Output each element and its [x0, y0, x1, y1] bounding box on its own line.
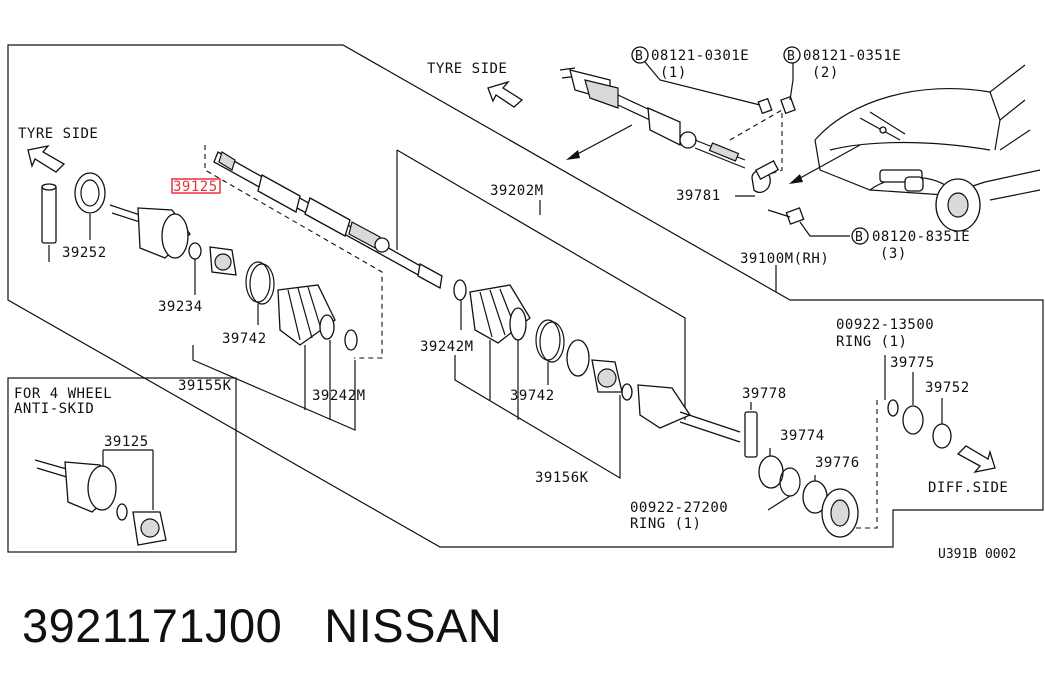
left-parts: [41, 172, 358, 351]
bolt3-leader: [799, 221, 850, 237]
label-39742-right: 39742: [510, 388, 555, 404]
tyre-side-arrow-left: [27, 145, 66, 173]
arrow-head-1: [566, 150, 580, 160]
label-bolt3-qty: (3): [880, 246, 907, 262]
label-39125-highlight: 39125: [173, 179, 218, 195]
label-39100m: 39100M(RH): [740, 251, 829, 267]
label-bolt3-code: 08120-8351E: [872, 229, 970, 245]
caption-part-number: 3921171J00: [22, 599, 283, 652]
svg-text:B: B: [787, 49, 795, 64]
label-tyre-side-left: TYRE SIDE: [18, 126, 98, 142]
label-inset-part: 39125: [104, 434, 149, 450]
left-assembly-dashed-frame: [204, 145, 383, 359]
right-assembly-dashed-frame: [850, 400, 878, 529]
diff-side-arrow: [956, 445, 996, 473]
label-ring2-code: 00922-27200: [630, 500, 728, 516]
shaft-bracket: [396, 149, 686, 420]
bracket-39781: [751, 95, 805, 225]
label-39778: 39778: [742, 386, 787, 402]
label-inset-title-1: FOR 4 WHEEL: [14, 386, 112, 402]
svg-text:B: B: [635, 49, 643, 64]
label-ring2-text: RING (1): [630, 516, 701, 532]
label-figure-code: U391B 0002: [938, 547, 1016, 562]
label-39742-left: 39742: [222, 331, 267, 347]
label-39252: 39252: [62, 245, 107, 261]
arrow-head-2: [789, 174, 803, 184]
caption-brand: NISSAN: [324, 599, 503, 652]
label-bolt1-qty: (1): [660, 65, 687, 81]
label-tyre-side-top: TYRE SIDE: [427, 61, 507, 77]
label-ring1-text: RING (1): [836, 334, 907, 350]
center-shaft: [213, 151, 443, 290]
inset-frame: [7, 377, 237, 553]
tyre-side-arrow-top: [487, 80, 524, 108]
right-parts: [453, 279, 952, 538]
highlight-box: [171, 178, 221, 194]
label-bolt1-code: 08121-0301E: [651, 48, 749, 64]
label-39242m-right: 39242M: [420, 339, 474, 355]
b-marker-1: B: [631, 46, 649, 64]
label-39156k: 39156K: [535, 470, 589, 486]
main-frame-outline: [7, 44, 1044, 548]
b-marker-3: B: [851, 227, 869, 245]
label-39202m: 39202M: [490, 183, 544, 199]
inset-drawing: [34, 449, 167, 546]
assembled-driveshaft-icon: [559, 67, 746, 169]
label-39781: 39781: [676, 188, 721, 204]
label-39774: 39774: [780, 428, 825, 444]
label-bolt2-code: 08121-0351E: [803, 48, 901, 64]
label-39752: 39752: [925, 380, 970, 396]
label-bolt2-qty: (2): [812, 65, 839, 81]
label-inset-title-2: ANTI-SKID: [14, 401, 94, 417]
label-diff-side: DIFF.SIDE: [928, 480, 1008, 496]
label-ring1-code: 00922-13500: [836, 317, 934, 333]
part-caption: 3921171J00 NISSAN: [22, 598, 502, 653]
label-39234: 39234: [158, 299, 203, 315]
leader-lines: [48, 200, 943, 511]
svg-text:B: B: [855, 230, 863, 245]
arrow-line-2: [792, 144, 861, 183]
label-39775: 39775: [890, 355, 935, 371]
arrow-line-1: [569, 124, 633, 159]
bolt2-leader: [789, 58, 794, 101]
label-39155k: 39155K: [178, 378, 232, 394]
label-39242m-left: 39242M: [312, 388, 366, 404]
bolt1-leader: [639, 55, 761, 106]
b-marker-2: B: [783, 46, 801, 64]
label-39776: 39776: [815, 455, 860, 471]
car-sketch: [814, 64, 1041, 232]
